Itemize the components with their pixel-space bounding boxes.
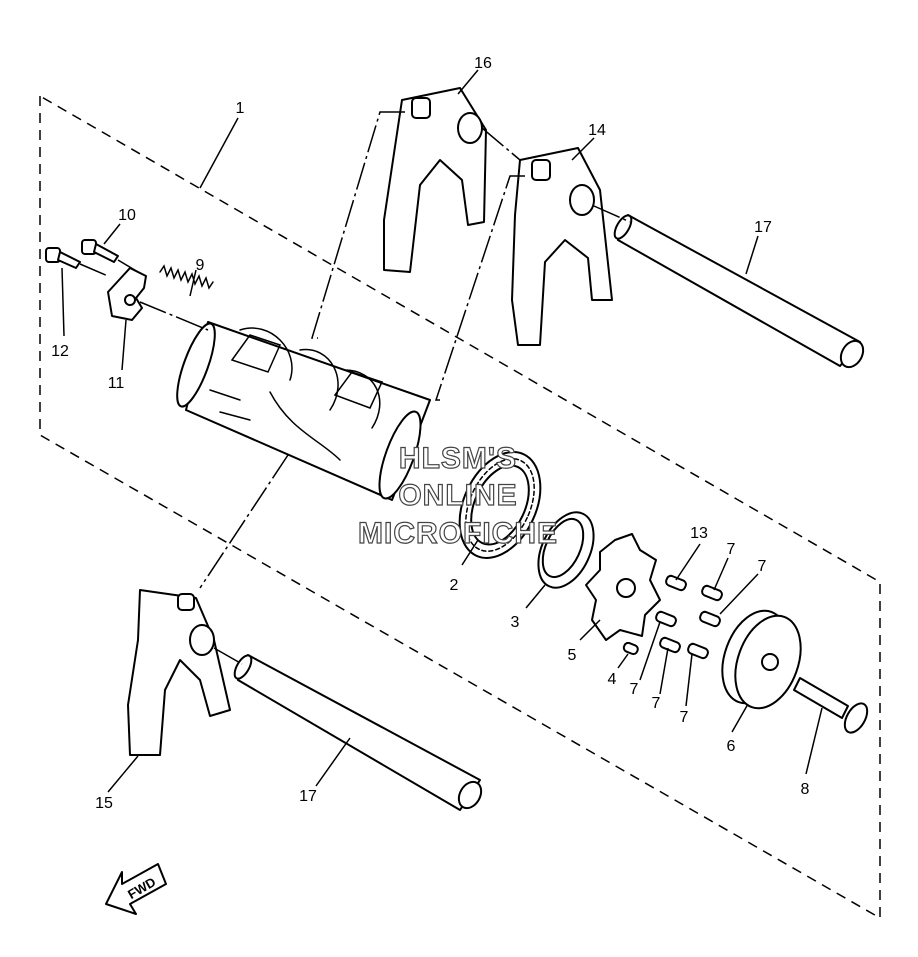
fork-shaft-lower — [233, 654, 483, 811]
spring — [159, 264, 214, 290]
forward-arrow-icon: FWD — [105, 863, 167, 915]
segment-plate — [585, 533, 661, 641]
bolt-8 — [793, 677, 869, 734]
callout-7d: 7 — [652, 695, 661, 712]
shift-fork-14 — [511, 147, 613, 346]
watermark-line2: ONLINE — [398, 479, 517, 512]
callout-11: 11 — [108, 375, 125, 392]
watermark-line1: HLSM'S — [399, 442, 517, 475]
callout-15: 15 — [95, 795, 113, 812]
assembly-boundary — [39, 94, 881, 920]
callout-9: 9 — [196, 257, 205, 274]
ring — [537, 511, 595, 589]
callout-17a: 17 — [754, 219, 772, 236]
callout-1: 1 — [236, 100, 245, 117]
callout-8: 8 — [801, 781, 810, 798]
callout-2: 2 — [450, 577, 459, 594]
alignment-lines — [79, 111, 631, 665]
callout-14: 14 — [588, 122, 606, 139]
callout-16: 16 — [474, 55, 492, 72]
leader-lines — [61, 69, 823, 793]
callout-10: 10 — [118, 207, 136, 224]
watermark: HLSM'S ONLINE MICROFICHE — [357, 441, 558, 550]
callout-6: 6 — [727, 738, 736, 755]
callout-4: 4 — [608, 671, 617, 688]
dowel-pin-4 — [622, 641, 639, 656]
stopper-lever — [107, 267, 147, 321]
shift-drum — [176, 321, 431, 501]
segment — [721, 609, 802, 710]
callout-7e: 7 — [680, 709, 689, 726]
watermark-line3: MICROFICHE — [358, 517, 558, 550]
callout-12: 12 — [51, 343, 69, 360]
bearing — [458, 451, 542, 559]
fork-shaft-upper — [613, 214, 865, 369]
shift-fork-15 — [127, 589, 231, 756]
bolt-12 — [45, 247, 81, 269]
callout-7a: 7 — [727, 541, 736, 558]
callout-labels: 1 2 3 4 5 6 7 7 7 7 7 8 9 10 11 12 13 14… — [51, 55, 809, 812]
callout-17b: 17 — [299, 788, 317, 805]
callout-5: 5 — [568, 647, 577, 664]
callout-7c: 7 — [630, 681, 639, 698]
callout-3: 3 — [511, 614, 520, 631]
bolt-10 — [81, 239, 119, 263]
callout-13: 13 — [690, 525, 708, 542]
pins — [655, 574, 723, 660]
callout-7b: 7 — [758, 558, 767, 575]
shift-fork-16 — [383, 87, 487, 273]
